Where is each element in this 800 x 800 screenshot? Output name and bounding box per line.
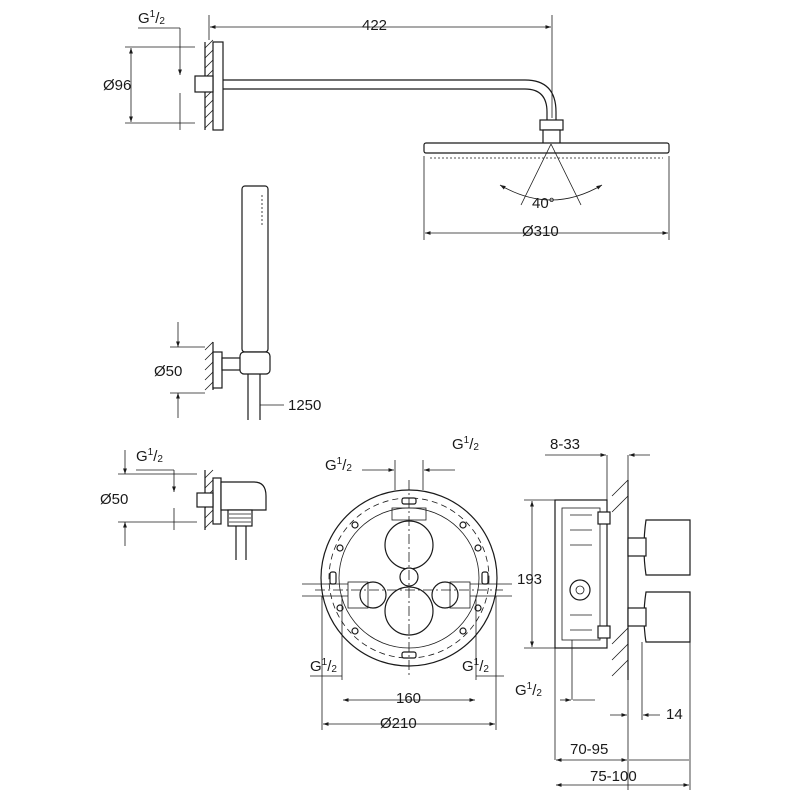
side-wall-hatch	[611, 479, 629, 677]
swivel-joint	[542, 129, 561, 145]
thread-inlet	[194, 75, 214, 93]
thread-label-box-top-right: G1/2	[452, 435, 479, 453]
shower-arm-bottom	[223, 88, 548, 120]
shower-arm-top	[223, 79, 557, 120]
holder-cradle	[239, 351, 271, 375]
elbow-flange	[212, 477, 222, 525]
dim-422-label: 422	[362, 17, 388, 34]
arm-nut	[539, 119, 564, 131]
dim-210-label: Ø210	[380, 715, 417, 732]
elbow-body	[220, 481, 267, 511]
side-port-inner	[575, 585, 585, 595]
dim-1250-label: 1250	[288, 397, 322, 414]
dim-75-100-label: 75-100	[590, 768, 637, 785]
dim-14-label: 14	[666, 706, 683, 723]
thread-label-elbow: G1/2	[136, 447, 163, 465]
outlet-thread	[229, 513, 251, 523]
side-screw-top	[597, 511, 611, 525]
handle-lower-base	[627, 607, 647, 627]
dim-160-label: 160	[396, 690, 422, 707]
dim-50-elbow-label: Ø50	[100, 491, 129, 508]
wall-flange	[212, 41, 224, 131]
holder-flange	[212, 351, 223, 389]
dim-50-hand-label: Ø50	[154, 363, 183, 380]
handle-upper	[643, 519, 691, 576]
hand-wall-hatch	[204, 341, 214, 391]
side-view	[524, 453, 691, 790]
handle-upper-base	[627, 537, 647, 557]
hand-shower	[170, 185, 284, 420]
inlet-right	[449, 581, 471, 609]
angle-40-label: 40°	[532, 195, 555, 212]
shower-head	[423, 142, 670, 154]
hand-shower-handle	[241, 185, 269, 353]
dim-96-label: Ø96	[103, 77, 132, 94]
side-box-inner	[561, 507, 601, 641]
side-box-ribs	[570, 514, 592, 631]
side-port	[569, 579, 591, 601]
thread-label-side: G1/2	[515, 681, 542, 699]
inlet-left	[347, 581, 369, 609]
port-right	[431, 581, 459, 609]
spray-angle-left	[520, 143, 552, 206]
overhead-shower	[125, 15, 670, 240]
dim-8-33-label: 8-33	[550, 436, 581, 453]
bolt-holes	[329, 497, 489, 659]
holder-arm	[221, 357, 243, 371]
dim-70-95-label: 70-95	[570, 741, 609, 758]
thread-label-box-top-left: G1/2	[325, 456, 352, 474]
concealed-box-front	[302, 460, 512, 730]
elbow-thread	[196, 492, 214, 508]
side-screw-bottom	[597, 625, 611, 639]
spray-angle-right	[550, 143, 582, 206]
spray-angle-arc	[499, 184, 603, 201]
thread-label-top: G1/2	[138, 9, 165, 27]
port-left	[359, 581, 387, 609]
dim-310-label: Ø310	[522, 223, 559, 240]
wall-elbow	[118, 450, 267, 560]
side-box-body	[554, 499, 608, 649]
dim-193-label: 193	[517, 571, 543, 588]
thread-label-box-bottom-right: G1/2	[462, 657, 489, 675]
handle-lower	[643, 591, 691, 643]
thread-label-box-bottom-left: G1/2	[310, 657, 337, 675]
